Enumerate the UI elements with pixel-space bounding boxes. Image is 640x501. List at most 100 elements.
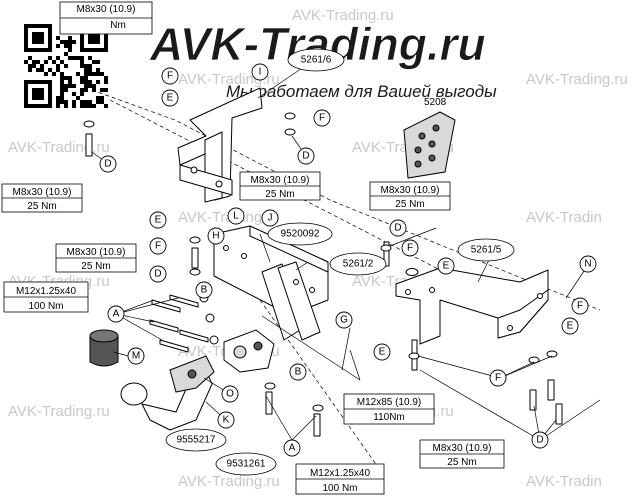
svg-text:A: A bbox=[289, 443, 296, 454]
svg-text:A: A bbox=[113, 309, 120, 320]
svg-text:25 Nm: 25 Nm bbox=[395, 199, 424, 210]
spec-box-left-mid: M8x30 (10.9) 25 Nm bbox=[55, 243, 137, 273]
svg-text:F: F bbox=[495, 373, 501, 384]
part-number-9520092: 9520092 bbox=[281, 229, 320, 240]
watermark: AVK-Trading.ru bbox=[178, 473, 280, 490]
spec-box-bottom-center: M12x1.25x40 100 Nm bbox=[295, 463, 385, 495]
brand-logo: AVK-Trading.ru bbox=[149, 18, 486, 70]
svg-text:M8x30 (10.9): M8x30 (10.9) bbox=[433, 443, 492, 454]
callout-f: F bbox=[571, 297, 589, 315]
callout-d: D bbox=[389, 219, 407, 237]
callout-f: F bbox=[149, 237, 167, 255]
svg-text:25 Nm: 25 Nm bbox=[27, 201, 56, 212]
callout-e: E bbox=[161, 89, 179, 107]
svg-text:D: D bbox=[302, 151, 309, 162]
watermark: AVK-Trading.ru bbox=[8, 139, 110, 156]
callout-d: D bbox=[531, 431, 549, 449]
callout-d: D bbox=[297, 147, 315, 165]
watermark: AVK-Trading.ru bbox=[8, 403, 110, 420]
right-bracket bbox=[395, 267, 549, 345]
svg-text:110Nm: 110Nm bbox=[373, 412, 405, 423]
svg-text:M8x30 (10.9): M8x30 (10.9) bbox=[251, 175, 310, 186]
part-number-9555217: 9555217 bbox=[177, 435, 216, 446]
qr-code-icon bbox=[22, 22, 108, 108]
left-bracket bbox=[177, 87, 263, 203]
svg-text:D: D bbox=[154, 269, 161, 280]
svg-text:F: F bbox=[319, 113, 325, 124]
svg-text:K: K bbox=[223, 415, 230, 426]
svg-text:F: F bbox=[155, 241, 161, 252]
callout-i: I bbox=[251, 63, 269, 81]
bracket-5208: 5208 bbox=[403, 97, 456, 179]
tow-ball bbox=[120, 355, 215, 431]
svg-text:Nm: Nm bbox=[110, 20, 126, 31]
callout-b: B bbox=[195, 281, 213, 299]
callout-e: E bbox=[437, 257, 455, 275]
svg-text:E: E bbox=[155, 215, 162, 226]
part-number-5261-5: 5261/5 bbox=[471, 245, 502, 256]
spec-box-center-b: M12x85 (10.9) 110Nm bbox=[343, 393, 435, 425]
dashed-axis bbox=[91, 89, 601, 311]
callout-b: B bbox=[289, 363, 307, 381]
callout-o: O bbox=[221, 385, 239, 403]
spec-box-top: M8x30 (10.9) Nm bbox=[59, 1, 153, 35]
svg-text:E: E bbox=[379, 347, 386, 358]
svg-text:M12x85 (10.9): M12x85 (10.9) bbox=[357, 397, 421, 408]
svg-text:25 Nm: 25 Nm bbox=[265, 189, 294, 200]
svg-text:M8x30 (10.9): M8x30 (10.9) bbox=[13, 187, 72, 198]
callout-f: F bbox=[161, 67, 179, 85]
dashed-axis bbox=[259, 299, 381, 471]
svg-text:G: G bbox=[340, 315, 348, 326]
spec-box-right-top: M8x30 (10.9) 25 Nm bbox=[369, 181, 451, 211]
callout-e: E bbox=[561, 317, 579, 335]
part-number-5261-2: 5261/2 bbox=[343, 259, 374, 270]
svg-text:F: F bbox=[577, 301, 583, 312]
svg-text:25 Nm: 25 Nm bbox=[447, 457, 476, 468]
callout-k: K bbox=[217, 411, 235, 429]
callout-f: F bbox=[401, 239, 419, 257]
svg-text:M8x30 (10.9): M8x30 (10.9) bbox=[77, 4, 136, 15]
svg-text:F: F bbox=[167, 71, 173, 82]
part-number-5208: 5208 bbox=[424, 97, 447, 108]
callout-e: E bbox=[373, 343, 391, 361]
svg-text:E: E bbox=[443, 261, 450, 272]
callout-f: F bbox=[313, 109, 331, 127]
washers bbox=[83, 112, 558, 412]
svg-text:D: D bbox=[104, 159, 111, 170]
spec-box-left-a: M12x1.25x40 100 Nm bbox=[3, 281, 89, 313]
part-number-9531261: 9531261 bbox=[227, 459, 266, 470]
svg-text:N: N bbox=[584, 259, 591, 270]
callout-a: A bbox=[107, 305, 125, 323]
callout-e: E bbox=[149, 211, 167, 229]
svg-text:M12x1.25x40: M12x1.25x40 bbox=[16, 286, 76, 297]
spec-box-center-d: M8x30 (10.9) 25 Nm bbox=[239, 171, 321, 201]
ball-housing bbox=[223, 329, 275, 373]
svg-text:D: D bbox=[536, 435, 543, 446]
part-number-5261-6: 5261/6 bbox=[301, 55, 332, 66]
svg-text:25 Nm: 25 Nm bbox=[81, 261, 110, 272]
callout-a: A bbox=[283, 439, 301, 457]
svg-text:O: O bbox=[226, 389, 234, 400]
callout-m: M bbox=[127, 347, 145, 365]
svg-text:D: D bbox=[394, 223, 401, 234]
spec-box-bottom-right: M8x30 (10.9) 25 Nm bbox=[419, 439, 505, 469]
svg-text:100 Nm: 100 Nm bbox=[322, 483, 357, 494]
svg-text:B: B bbox=[201, 285, 208, 296]
svg-text:100 Nm: 100 Nm bbox=[28, 301, 63, 312]
svg-text:M8x30 (10.9): M8x30 (10.9) bbox=[67, 247, 126, 258]
svg-text:M12x1.25x40: M12x1.25x40 bbox=[310, 468, 370, 479]
spec-box-left-d: M8x30 (10.9) 25 Nm bbox=[1, 183, 83, 213]
callout-g: G bbox=[335, 311, 353, 329]
ball-cap bbox=[89, 329, 119, 367]
callout-f: F bbox=[489, 369, 507, 387]
callout-h: H bbox=[207, 227, 225, 245]
leader-lines bbox=[91, 59, 601, 441]
callout-l: L bbox=[227, 207, 245, 225]
svg-text:J: J bbox=[268, 213, 273, 224]
watermark: AVK-Tradin bbox=[526, 473, 602, 490]
svg-text:M8x30 (10.9): M8x30 (10.9) bbox=[381, 185, 440, 196]
callout-d: D bbox=[99, 155, 117, 173]
callout-n: N bbox=[579, 255, 597, 273]
